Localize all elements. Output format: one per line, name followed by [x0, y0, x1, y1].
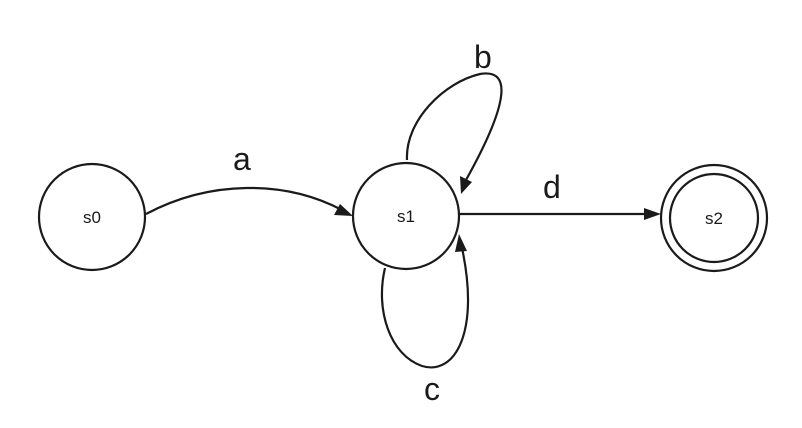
transition-d-arrowhead: [644, 208, 661, 220]
transition-b-edge: [405, 72, 503, 181]
state-s0: s0: [37, 162, 147, 272]
state-s0-circle: [37, 162, 147, 272]
transition-a-label: a: [233, 141, 251, 177]
state-s1-circle: [351, 161, 461, 271]
transition-c-edge: [380, 247, 470, 369]
transition-a-arrowhead: [334, 204, 353, 216]
transition-c-label: c: [424, 371, 440, 407]
transition-d-label: d: [543, 169, 561, 205]
state-s2-inner-circle: [668, 172, 760, 264]
state-s1-label: s1: [397, 207, 415, 226]
transition-a-edge: [145, 186, 343, 215]
state-s2: s2: [659, 163, 769, 273]
transition-b-arrowhead: [460, 176, 472, 194]
transition-b: b: [405, 39, 503, 194]
state-s1: s1: [351, 161, 461, 271]
transition-d: d: [459, 169, 661, 220]
transition-a: a: [145, 141, 353, 216]
transition-c-arrowhead: [455, 234, 467, 252]
state-s0-label: s0: [83, 208, 101, 227]
state-s2-label: s2: [705, 209, 723, 228]
transition-c: c: [380, 234, 470, 407]
transition-b-label: b: [474, 39, 492, 75]
